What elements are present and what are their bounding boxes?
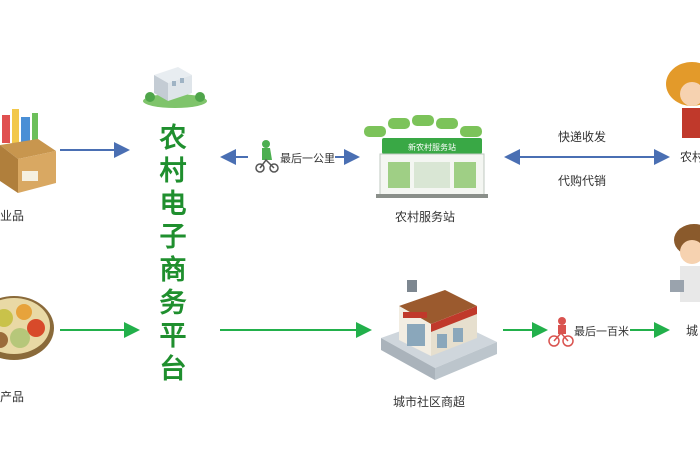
service-station-icon: 新农村服务站 (364, 115, 488, 198)
platform-building-icon (143, 67, 207, 108)
agent-sales-label: 代购代销 (558, 174, 607, 188)
platform-title-char: 村 (159, 156, 187, 187)
service-station-label: 农村服务站 (395, 210, 456, 224)
right-top-label: 农村 (680, 150, 700, 164)
courier-scooter-icon (255, 140, 279, 173)
platform-title-char: 商 (159, 255, 187, 286)
express-label: 快递收发 (558, 130, 607, 144)
rural-person-icon (666, 62, 700, 138)
bike-courier-icon (548, 317, 574, 347)
produce-bowl-icon (0, 296, 54, 360)
goods-box-icon (0, 109, 56, 193)
platform-title-char: 电 (159, 189, 187, 220)
last-km-label: 最后一公里 (280, 152, 335, 165)
service-station-sign: 新农村服务站 (408, 142, 456, 152)
platform-title-char: 农 (159, 123, 187, 154)
right-bottom-label: 城 (686, 324, 699, 338)
platform-title-char: 平 (159, 321, 187, 352)
city-person-icon (670, 224, 700, 302)
platform-title: 农 村 电 子 商 务 平 台 (153, 122, 193, 386)
left-top-label: 业品 (0, 209, 25, 223)
store-label: 城市社区商超 (393, 395, 466, 409)
last-100m-label: 最后一百米 (574, 325, 629, 338)
platform-title-char: 务 (159, 288, 187, 319)
platform-title-char: 子 (159, 222, 187, 253)
platform-title-char: 台 (159, 354, 187, 385)
community-store-icon (381, 280, 497, 380)
left-bottom-label: 产品 (0, 390, 25, 404)
